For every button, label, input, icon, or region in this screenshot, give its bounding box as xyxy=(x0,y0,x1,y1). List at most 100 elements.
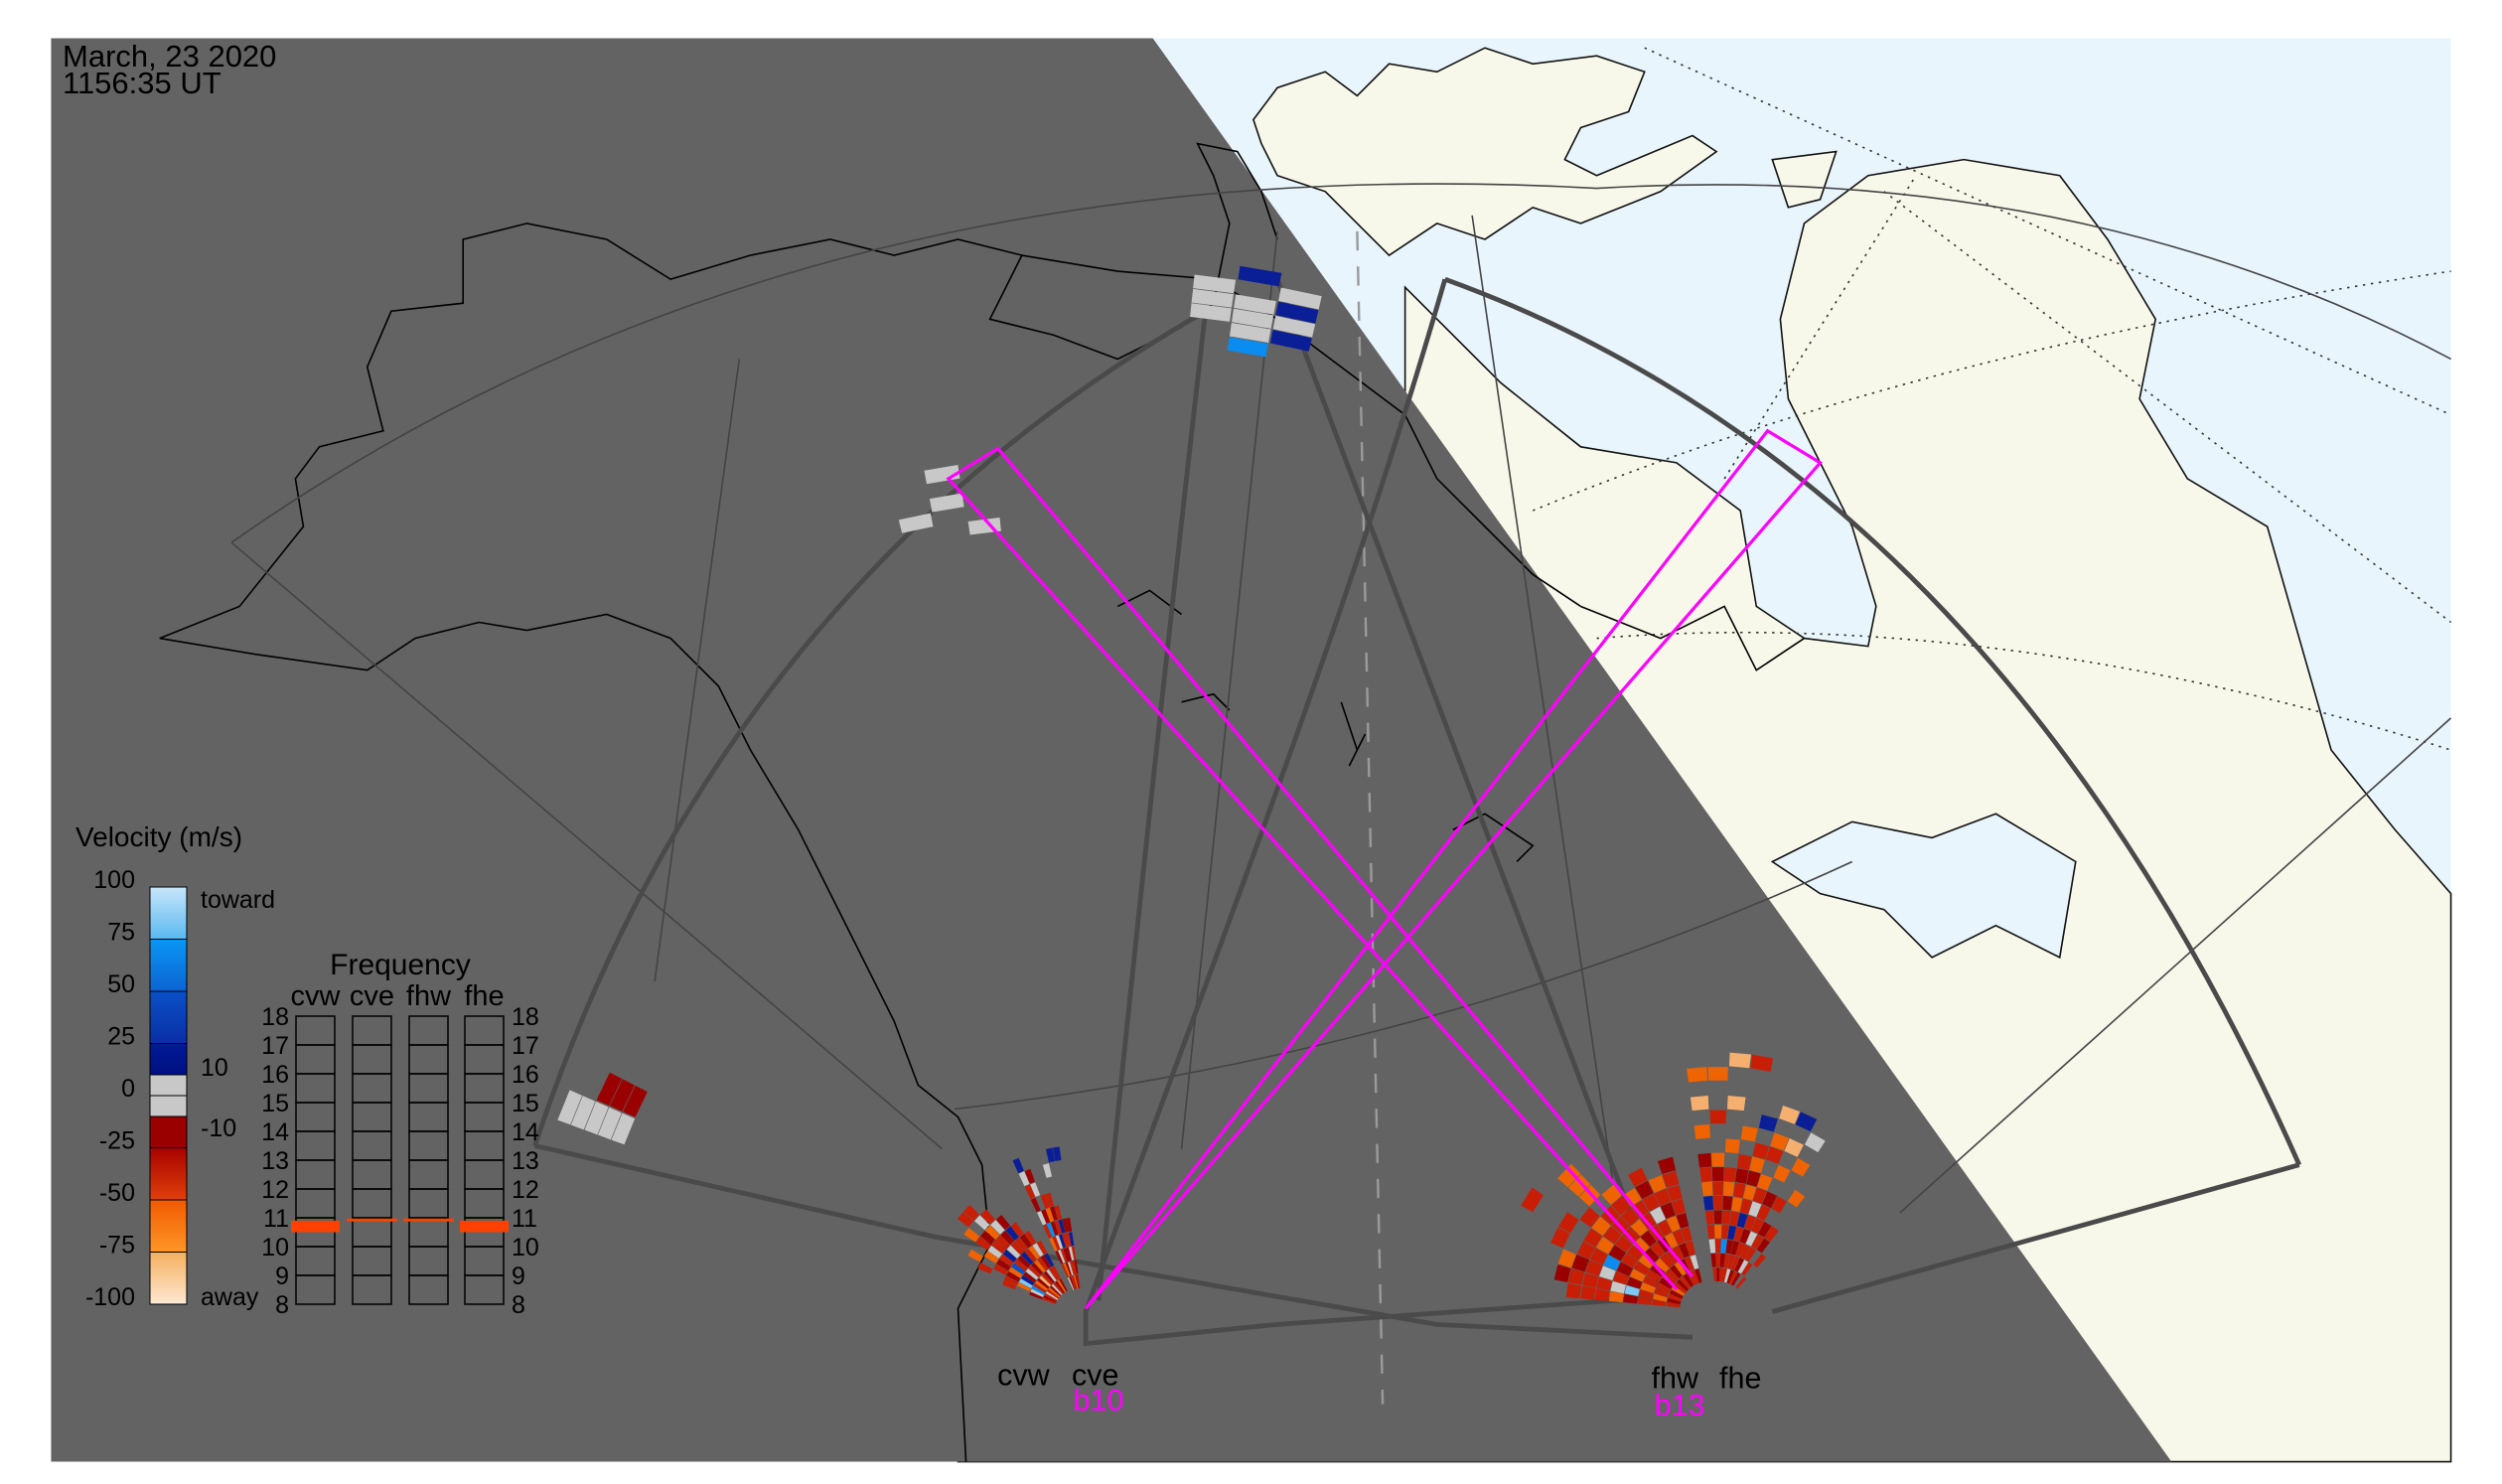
scatter-cell xyxy=(1010,1222,1024,1237)
scatter-cell xyxy=(1764,1226,1779,1242)
scatter-cell xyxy=(1715,1253,1721,1267)
frequency-tick-right: 10 xyxy=(512,1234,539,1261)
station-labels: cvw cve b10 fhw fhe b13 xyxy=(997,1358,1761,1422)
scatter-cell xyxy=(1727,1255,1735,1269)
frequency-marker-fhw xyxy=(403,1218,454,1222)
scatter-cell xyxy=(1706,1224,1715,1240)
scatter-cell xyxy=(1744,1247,1757,1262)
scatter-cell xyxy=(1585,1260,1603,1276)
scatter-cell xyxy=(1062,1233,1069,1248)
frequency-tick-right: 18 xyxy=(512,1003,539,1031)
scatter-cell xyxy=(1652,1299,1667,1307)
station-label-cve: cve xyxy=(1072,1358,1119,1392)
scatter-cell xyxy=(1054,1205,1063,1220)
frequency-column-label-cve: cve xyxy=(350,980,394,1012)
scatter-cell xyxy=(557,1090,583,1125)
scatter-cell xyxy=(1024,1249,1037,1262)
scatter-cell xyxy=(1666,1249,1680,1264)
scatter-cell xyxy=(1040,1194,1050,1209)
scatter-cell xyxy=(1736,1153,1752,1170)
scatter-cell xyxy=(1047,1289,1060,1299)
scatter-cell xyxy=(1666,1215,1681,1233)
scatter-cell xyxy=(1190,303,1232,322)
frequency-marker-fhe xyxy=(460,1220,509,1233)
scatter-cell xyxy=(1736,1212,1748,1229)
frequency-marker-cvw xyxy=(291,1220,340,1233)
scatter-cell xyxy=(1735,1242,1746,1258)
scatter-cell xyxy=(1713,1210,1722,1225)
scatter-cell xyxy=(979,1209,995,1225)
scatter-cell xyxy=(1746,1170,1761,1187)
scatter-cell xyxy=(1731,1272,1741,1286)
scatter-cell xyxy=(1041,1209,1051,1224)
scatter-cell xyxy=(1018,1171,1030,1187)
frequency-tick-right: 8 xyxy=(512,1291,525,1319)
scatter-cell xyxy=(1773,1164,1791,1183)
frequency-bin xyxy=(408,1217,449,1248)
scatter-cell xyxy=(1721,1210,1731,1225)
frequency-bin xyxy=(295,1102,336,1132)
scatter-cell xyxy=(1032,1243,1044,1258)
legend-away-label: away xyxy=(201,1283,259,1311)
scatter-cell xyxy=(1589,1248,1608,1265)
scatter-cell xyxy=(1710,1253,1716,1267)
scatter-cell xyxy=(1683,1273,1694,1287)
velocity-tick-label: -100 xyxy=(85,1283,135,1311)
scatter-cell xyxy=(1672,1229,1686,1246)
scatter-cell xyxy=(1050,1206,1058,1221)
scatter-cell xyxy=(1691,1269,1699,1284)
frequency-bin xyxy=(464,1246,505,1276)
frequency-bin xyxy=(352,1015,392,1046)
scatter-cell xyxy=(1019,1234,1032,1249)
velocity-tick-label: -25 xyxy=(99,1127,135,1155)
scatter-cell xyxy=(1024,1168,1036,1184)
scatter-cell xyxy=(987,1245,1003,1259)
scatter-cell xyxy=(598,1107,622,1140)
frequency-bin xyxy=(352,1246,392,1276)
scatter-cell xyxy=(1630,1219,1648,1237)
scatter-cell xyxy=(980,1231,995,1246)
scatter-cell xyxy=(1040,1255,1052,1269)
scatter-cell xyxy=(1730,1256,1740,1270)
scatter-cell xyxy=(1672,1246,1685,1261)
scatter-cell xyxy=(1729,1211,1740,1227)
frequency-tick-left: 11 xyxy=(263,1205,289,1233)
scatter-cell xyxy=(1041,1272,1053,1285)
scatter-cell xyxy=(1635,1180,1654,1200)
fov-edge-line xyxy=(654,359,741,982)
scatter-cell xyxy=(1052,1146,1062,1162)
scatter-cell xyxy=(1728,1052,1751,1069)
scatter-cell xyxy=(1037,1211,1047,1226)
scatter-cell xyxy=(1737,1260,1749,1274)
frequency-bin xyxy=(464,1102,505,1132)
scatter-cell xyxy=(1621,1253,1638,1268)
scatter-cell xyxy=(1055,1235,1064,1250)
scatter-cell xyxy=(1058,1250,1066,1263)
scatter-cell xyxy=(1650,1206,1666,1224)
scatter-cell xyxy=(1795,1112,1818,1132)
scatter-cell xyxy=(1623,1293,1639,1304)
scatter-cell xyxy=(983,1251,999,1263)
scatter-cell xyxy=(963,1205,980,1221)
scatter-cell xyxy=(1044,1253,1055,1267)
colorbar-segment xyxy=(149,1095,188,1117)
scatter-cell xyxy=(963,1228,980,1243)
scatter-cell xyxy=(1622,1227,1640,1245)
scatter-cell xyxy=(1035,1280,1048,1291)
scatter-cell xyxy=(1640,1282,1656,1293)
frequency-bin xyxy=(408,1102,449,1132)
scatter-cell xyxy=(1002,1250,1017,1262)
scatter-cell xyxy=(1610,1280,1626,1294)
frequency-bin xyxy=(352,1102,392,1132)
scatter-cell xyxy=(1756,1204,1771,1222)
scatter-cell xyxy=(1023,1271,1037,1283)
scatter-cell xyxy=(1753,1254,1766,1268)
scatter-cell xyxy=(1751,1234,1764,1250)
scatter-cell xyxy=(1010,1241,1024,1256)
frequency-tick-left: 17 xyxy=(261,1032,289,1060)
scatter-cell xyxy=(1726,1269,1734,1284)
colorbar-segment xyxy=(149,1074,188,1097)
scatter-cell xyxy=(1671,1198,1687,1216)
